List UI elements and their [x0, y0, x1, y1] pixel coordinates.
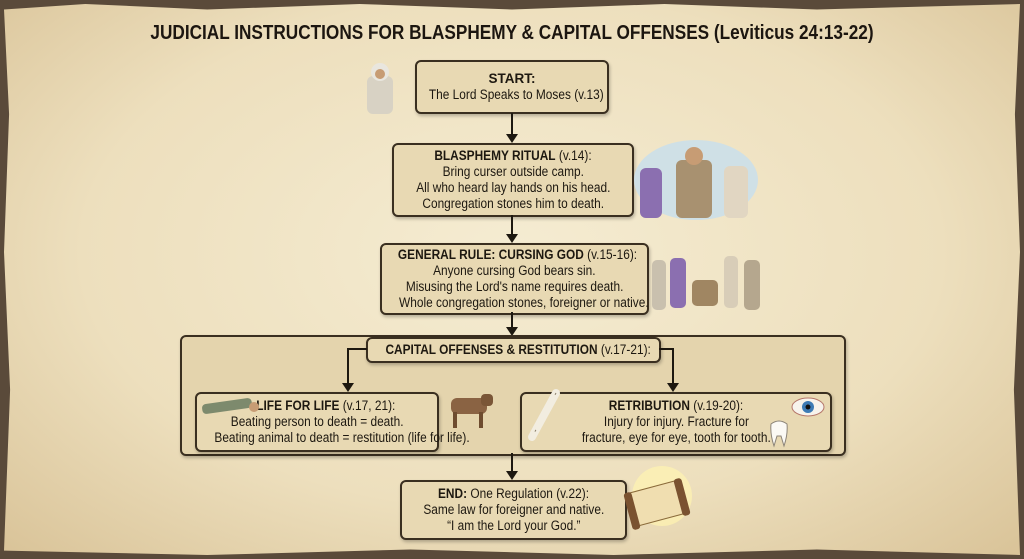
general-line: Anyone cursing God bears sin. — [433, 263, 596, 278]
retribution-heading: RETRIBUTION — [608, 398, 690, 413]
general-line: Whole congregation stones, foreigner or … — [399, 295, 649, 310]
ox-illustration — [451, 394, 493, 428]
general-ref: (v.15-16): — [587, 247, 638, 262]
life-line: Beating animal to death = restitution (l… — [214, 430, 470, 445]
capital-offenses-label: CAPITAL OFFENSES & RESTITUTION (v.17-21)… — [366, 337, 661, 363]
blasphemy-line: Bring curser outside camp. — [442, 164, 584, 179]
eye-icon — [791, 397, 825, 417]
stoning-crowd-illustration — [634, 140, 758, 220]
blasphemy-heading: BLASPHEMY RITUAL — [434, 148, 556, 163]
congregation-stoning-illustration — [652, 256, 760, 310]
fallen-man-illustration — [202, 398, 259, 414]
branch-line-left — [347, 348, 367, 350]
blasphemy-ref: (v.14): — [558, 148, 592, 163]
general-line: Misusing the Lord's name requires death. — [405, 279, 624, 294]
blasphemy-ritual-box: BLASPHEMY RITUAL (v.14): Bring curser ou… — [392, 143, 634, 217]
general-rule-box: GENERAL RULE: CURSING GOD (v.15-16): Any… — [380, 243, 649, 315]
page-title: JUDICIAL INSTRUCTIONS FOR BLASPHEMY & CA… — [150, 22, 874, 44]
moses-illustration — [367, 63, 393, 114]
end-line: Same law for foreigner and native. — [423, 502, 604, 517]
retribution-line: Injury for injury. Fracture for — [603, 414, 749, 429]
start-box: START: The Lord Speaks to Moses (v.13) — [415, 60, 609, 114]
life-heading: LIFE FOR LIFE — [256, 398, 340, 413]
arrow-to-life-for-life — [342, 348, 354, 392]
life-ref: (v.17, 21): — [342, 398, 396, 413]
arrow-capital-to-end — [506, 453, 518, 480]
retribution-ref: (v.19-20): — [693, 398, 744, 413]
end-line: “I am the Lord your God.” — [446, 518, 581, 533]
arrow-blasphemy-to-general — [506, 215, 518, 243]
arrow-general-to-capital — [506, 312, 518, 336]
start-text: The Lord Speaks to Moses (v.13) — [428, 87, 604, 102]
capital-ref: (v.17-21): — [600, 342, 651, 357]
branch-line-right — [659, 348, 674, 350]
arrow-start-to-blasphemy — [506, 113, 518, 143]
blasphemy-line: All who heard lay hands on his head. — [415, 180, 611, 195]
blasphemy-line: Congregation stones him to death. — [422, 196, 604, 211]
arrow-to-retribution — [667, 348, 679, 392]
end-box: END: One Regulation (v.22): Same law for… — [400, 480, 627, 540]
glowing-scroll-illustration — [623, 466, 692, 530]
capital-heading: CAPITAL OFFENSES & RESTITUTION — [385, 342, 598, 357]
end-heading: END: — [437, 486, 468, 501]
start-heading: START: — [488, 71, 536, 86]
end-heading-rest: One Regulation (v.22): — [470, 486, 590, 501]
retribution-line: fracture, eye for eye, tooth for tooth. — [581, 430, 771, 445]
life-line: Beating person to death = death. — [230, 414, 404, 429]
tooth-icon — [770, 420, 788, 448]
broken-bone-icon — [528, 389, 560, 441]
general-heading: GENERAL RULE: CURSING GOD — [397, 247, 584, 262]
